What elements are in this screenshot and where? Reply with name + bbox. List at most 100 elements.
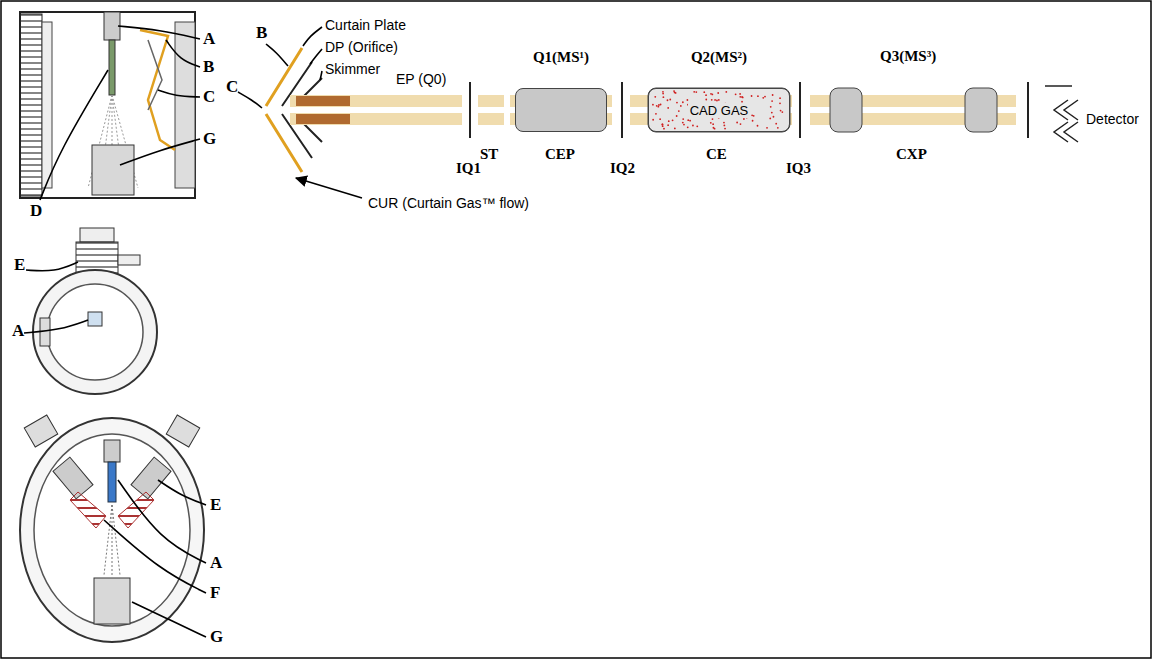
leader-line bbox=[118, 480, 206, 563]
gas-dot bbox=[667, 99, 669, 101]
iq3-lens bbox=[799, 82, 801, 138]
gas-dot bbox=[662, 91, 664, 93]
gas-dot bbox=[654, 96, 656, 98]
stage-label: Q2(MS²) bbox=[691, 49, 747, 66]
st-rod bbox=[478, 95, 504, 107]
source-section bbox=[20, 12, 195, 198]
callout-letter: C bbox=[203, 88, 215, 107]
outer-ring bbox=[33, 270, 157, 394]
leader-line bbox=[158, 480, 206, 505]
part-label: EP (Q0) bbox=[396, 72, 446, 87]
leader-line bbox=[320, 71, 322, 80]
detector-dynodes bbox=[1054, 100, 1078, 142]
gas-dot bbox=[780, 110, 782, 112]
leader-line bbox=[104, 520, 206, 593]
callout-letter: D bbox=[30, 202, 42, 221]
heater-flow bbox=[70, 492, 106, 528]
gas-dot bbox=[695, 91, 697, 93]
turbo-heater bbox=[53, 457, 93, 499]
leader-line bbox=[310, 49, 322, 64]
gas-dot bbox=[766, 127, 768, 129]
gas-dot bbox=[657, 106, 659, 108]
gas-dot bbox=[676, 115, 678, 117]
voltage-label: IQ2 bbox=[610, 160, 635, 177]
gas-dot bbox=[682, 122, 684, 124]
flange bbox=[175, 22, 195, 188]
callout-letter: F bbox=[210, 584, 220, 603]
gas-dot bbox=[742, 97, 744, 99]
housing bbox=[20, 12, 195, 198]
gas-dot bbox=[687, 126, 689, 128]
gas-dot bbox=[714, 99, 716, 101]
gas-dot bbox=[672, 119, 674, 121]
port bbox=[166, 415, 200, 447]
gas-dot bbox=[779, 97, 781, 99]
gas-dot bbox=[775, 123, 777, 125]
gas-dot bbox=[739, 93, 741, 95]
gas-dot bbox=[751, 95, 753, 97]
q0-rod-front bbox=[296, 96, 350, 106]
gas-dot bbox=[757, 125, 759, 127]
orifice bbox=[148, 40, 162, 110]
gas-dot bbox=[718, 99, 720, 101]
gas-dot bbox=[743, 118, 745, 120]
gas-dot bbox=[686, 99, 688, 101]
gas-dot bbox=[661, 124, 663, 126]
probe bbox=[108, 462, 116, 502]
leader-line bbox=[238, 92, 262, 108]
gas-dot bbox=[662, 125, 664, 127]
voltage-label: IQ3 bbox=[786, 160, 811, 177]
gas-dot bbox=[682, 118, 684, 120]
curtain-plate bbox=[140, 30, 175, 150]
gas-dot bbox=[659, 118, 661, 120]
gas-dot bbox=[652, 104, 654, 106]
gas-dot bbox=[667, 107, 669, 109]
gas-dot bbox=[735, 93, 737, 95]
quadrupole-box: Q1(MS¹) bbox=[515, 88, 607, 132]
gas-dot bbox=[757, 95, 759, 97]
collision-cell bbox=[648, 88, 790, 132]
voltage-label: IQ1 bbox=[456, 160, 481, 177]
callout-letter: E bbox=[210, 496, 221, 515]
gas-dot bbox=[753, 115, 755, 117]
leader-line bbox=[158, 90, 200, 97]
leader-line bbox=[118, 26, 200, 39]
knob bbox=[80, 228, 114, 242]
gas-dots bbox=[652, 90, 783, 129]
gas-dot bbox=[736, 122, 738, 124]
gas-dot bbox=[769, 118, 771, 120]
gas-dot bbox=[772, 94, 774, 96]
gas-dot bbox=[683, 124, 685, 126]
probe-head bbox=[104, 12, 120, 40]
gas-dot bbox=[771, 100, 773, 102]
gas-dot bbox=[723, 122, 725, 124]
gas-dot bbox=[712, 123, 714, 125]
gas-dot bbox=[717, 92, 719, 94]
stage-label: Q3(MS³) bbox=[880, 48, 936, 65]
q3-segment bbox=[965, 88, 997, 132]
thread bbox=[20, 14, 42, 196]
window bbox=[88, 312, 102, 326]
callout-letter: B bbox=[203, 58, 214, 77]
iq2-lens bbox=[621, 82, 623, 138]
stage-label: Q1(MS¹) bbox=[533, 49, 589, 66]
gas-dot bbox=[658, 104, 660, 106]
side-port bbox=[118, 255, 140, 265]
gas-dot bbox=[689, 120, 691, 122]
gas-dot bbox=[680, 105, 682, 107]
gas-dot bbox=[703, 91, 705, 93]
inner-ring bbox=[47, 284, 143, 380]
gas-dot bbox=[739, 96, 741, 98]
leader-line bbox=[132, 602, 206, 637]
probe bbox=[109, 40, 115, 95]
callout-letter: B bbox=[256, 24, 267, 43]
gas-dot bbox=[723, 125, 725, 127]
gas-dot bbox=[692, 125, 694, 127]
gas-dot bbox=[716, 100, 718, 102]
gas-dot bbox=[655, 113, 657, 115]
wall bbox=[42, 22, 52, 188]
gas-dot bbox=[663, 128, 665, 130]
q0-rod-front bbox=[296, 114, 350, 124]
heater-flow bbox=[118, 492, 154, 528]
